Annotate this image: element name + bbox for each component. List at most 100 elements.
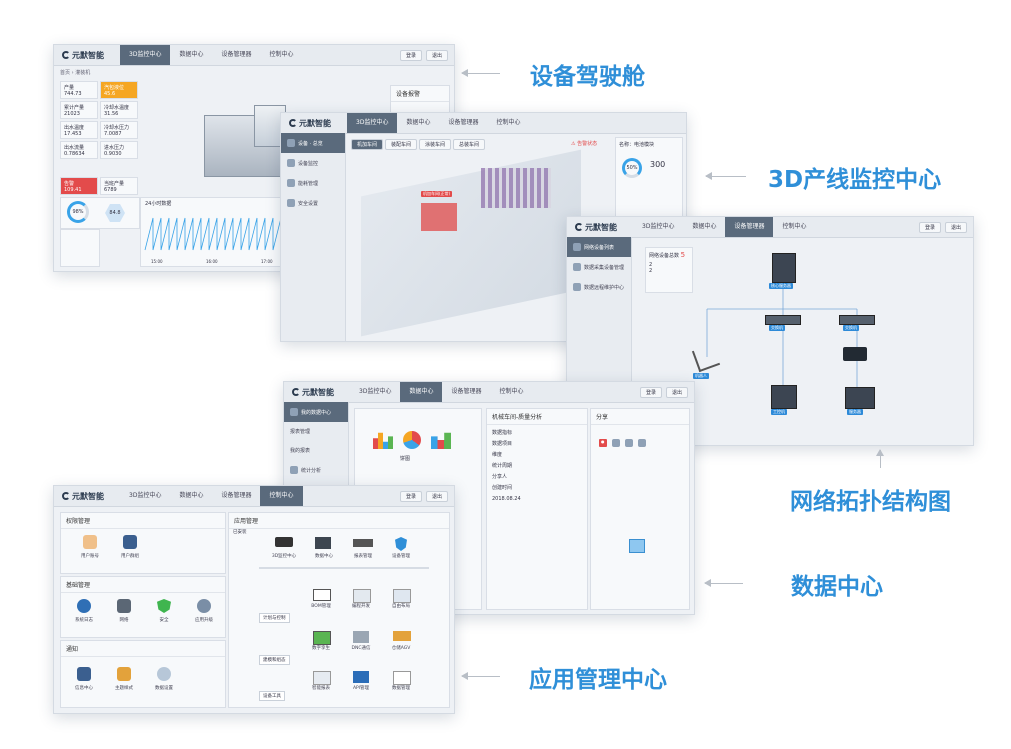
- sidebar-item-mydata[interactable]: 我的数据中心: [284, 402, 348, 422]
- kpi-value: 31.56: [104, 111, 119, 117]
- exit-button[interactable]: 退出: [425, 490, 448, 502]
- login-button[interactable]: 登录: [399, 490, 422, 502]
- display-icon[interactable]: [315, 537, 331, 549]
- kpi-label: 冷却水压力: [104, 125, 130, 131]
- tab-control[interactable]: 控制中心: [499, 388, 524, 395]
- switch-icon[interactable]: [765, 315, 801, 325]
- tab-workshop[interactable]: 总装车间: [453, 139, 486, 150]
- tab-data[interactable]: 数据中心: [179, 492, 204, 499]
- login-button[interactable]: 登录: [918, 221, 941, 233]
- highlighted-machine[interactable]: [421, 203, 457, 231]
- editor-icon[interactable]: [353, 589, 371, 603]
- api-icon[interactable]: [353, 671, 369, 683]
- tab-data[interactable]: 数据中心: [692, 223, 717, 230]
- upgrade-icon[interactable]: [197, 599, 211, 613]
- tab-workshop[interactable]: 装配车间: [385, 139, 418, 150]
- sidebar-item-energy[interactable]: 能耗管理: [281, 173, 345, 193]
- layout-icon[interactable]: [393, 589, 411, 603]
- sidebar-item-label: 网络设备列表: [584, 244, 615, 251]
- share-device-icon[interactable]: [629, 539, 645, 553]
- core-server-icon[interactable]: [772, 253, 796, 283]
- shield-icon[interactable]: [157, 599, 171, 613]
- exit-button[interactable]: 退出: [425, 49, 448, 61]
- sidebar-item-label: 设备监控: [298, 160, 319, 167]
- message-icon[interactable]: [77, 667, 91, 681]
- bom-icon[interactable]: [313, 589, 331, 601]
- exit-button[interactable]: 退出: [665, 386, 688, 398]
- tab-devices[interactable]: 设备管理器: [221, 492, 252, 499]
- sidebar-item-monitor[interactable]: 设备监控: [281, 153, 345, 173]
- app-label: 数据设置: [155, 686, 173, 691]
- switch-icon[interactable]: [839, 315, 875, 325]
- gauge-ring: 98%: [67, 201, 89, 223]
- logo-icon: [575, 223, 583, 231]
- switch-icon[interactable]: [353, 539, 373, 547]
- device-box-icon[interactable]: [843, 347, 867, 361]
- field-label: 数据指标: [492, 430, 513, 436]
- chart-type-list: [373, 431, 451, 449]
- trend-chart-title: 24小时数据: [145, 201, 172, 207]
- tab-3d[interactable]: 3D监控中心: [347, 113, 398, 133]
- tab-control[interactable]: 控制中心: [269, 51, 294, 58]
- sidebar-item-myreports[interactable]: 我的报表: [284, 441, 348, 460]
- sidebar-item-security[interactable]: 安全设置: [281, 193, 345, 213]
- user-group-icon[interactable]: [123, 535, 137, 549]
- sidebar-item-overview[interactable]: 设备 · 总览: [281, 133, 345, 153]
- user-account-icon[interactable]: [83, 535, 97, 549]
- machine-status-tag: 机加车间(正常): [421, 191, 453, 197]
- report-fields: 数据指标 数据项目 维度 统计周期 分享人 创建时间 2018.08.24: [487, 425, 587, 508]
- analysis-icon: [290, 466, 298, 474]
- tab-3d[interactable]: 3D监控中心: [129, 492, 162, 499]
- server-icon[interactable]: [845, 387, 875, 409]
- tab-workshop[interactable]: 涂装车间: [419, 139, 452, 150]
- shield-icon[interactable]: [395, 537, 407, 551]
- login-button[interactable]: 登录: [639, 386, 662, 398]
- screen-icon[interactable]: [637, 439, 646, 447]
- settings-icon[interactable]: [157, 667, 171, 681]
- tab-data[interactable]: 数据中心: [179, 51, 204, 58]
- tab-workshop[interactable]: 机加车间: [351, 139, 384, 150]
- data-icon[interactable]: [393, 671, 411, 685]
- share-user-button[interactable]: ●: [599, 439, 607, 447]
- report-icon[interactable]: [313, 671, 331, 685]
- crumb-page[interactable]: 灌装机: [75, 70, 91, 76]
- tab-3d[interactable]: 3D监控中心: [642, 223, 675, 230]
- pie-chart-icon[interactable]: [403, 431, 421, 449]
- tab-control[interactable]: 控制中心: [260, 486, 303, 506]
- sidebar-item-network[interactable]: 网络设备列表: [567, 237, 631, 257]
- twin-icon[interactable]: [313, 631, 331, 645]
- tab-3d[interactable]: 3D监控中心: [359, 388, 392, 395]
- sidebar-item-collect[interactable]: 数据采集设备管理: [567, 257, 631, 277]
- bar-chart-icon[interactable]: [431, 432, 451, 449]
- tab-devices[interactable]: 设备管理器: [725, 217, 774, 237]
- agv-icon[interactable]: [393, 631, 411, 641]
- crumb-home[interactable]: 首页: [60, 70, 71, 76]
- log-icon[interactable]: [77, 599, 91, 613]
- sidebar-item-analysis[interactable]: 统计分析: [284, 460, 348, 480]
- sidebar-item-reports[interactable]: 报表管理: [284, 422, 348, 441]
- tab-data[interactable]: 数据中心: [406, 119, 431, 126]
- network-icon: [573, 243, 581, 251]
- caption-cockpit: 设备驾驶舱: [530, 64, 645, 90]
- app-label: 用户账号: [81, 554, 99, 559]
- dnc-icon[interactable]: [353, 631, 369, 643]
- tab-3d[interactable]: 3D监控中心: [120, 45, 171, 65]
- bar-chart-icon[interactable]: [373, 432, 393, 449]
- login-button[interactable]: 登录: [399, 49, 422, 61]
- output-value: 6789: [104, 187, 117, 193]
- user-icon[interactable]: [611, 439, 620, 447]
- exit-button[interactable]: 退出: [944, 221, 967, 233]
- tab-devices[interactable]: 设备管理器: [221, 51, 252, 58]
- tab-control[interactable]: 控制中心: [782, 223, 807, 230]
- tab-devices[interactable]: 设备管理器: [448, 119, 479, 126]
- tab-data[interactable]: 数据中心: [400, 382, 443, 402]
- tab-devices[interactable]: 设备管理器: [451, 388, 482, 395]
- theme-icon[interactable]: [117, 667, 131, 681]
- mail-icon[interactable]: [624, 439, 633, 447]
- industrial-pc-icon[interactable]: [771, 385, 797, 409]
- sidebar-item-remote[interactable]: 数据远程维护中心: [567, 277, 631, 297]
- tab-control[interactable]: 控制中心: [496, 119, 521, 126]
- network-icon[interactable]: [117, 599, 131, 613]
- camera-icon[interactable]: [275, 537, 293, 547]
